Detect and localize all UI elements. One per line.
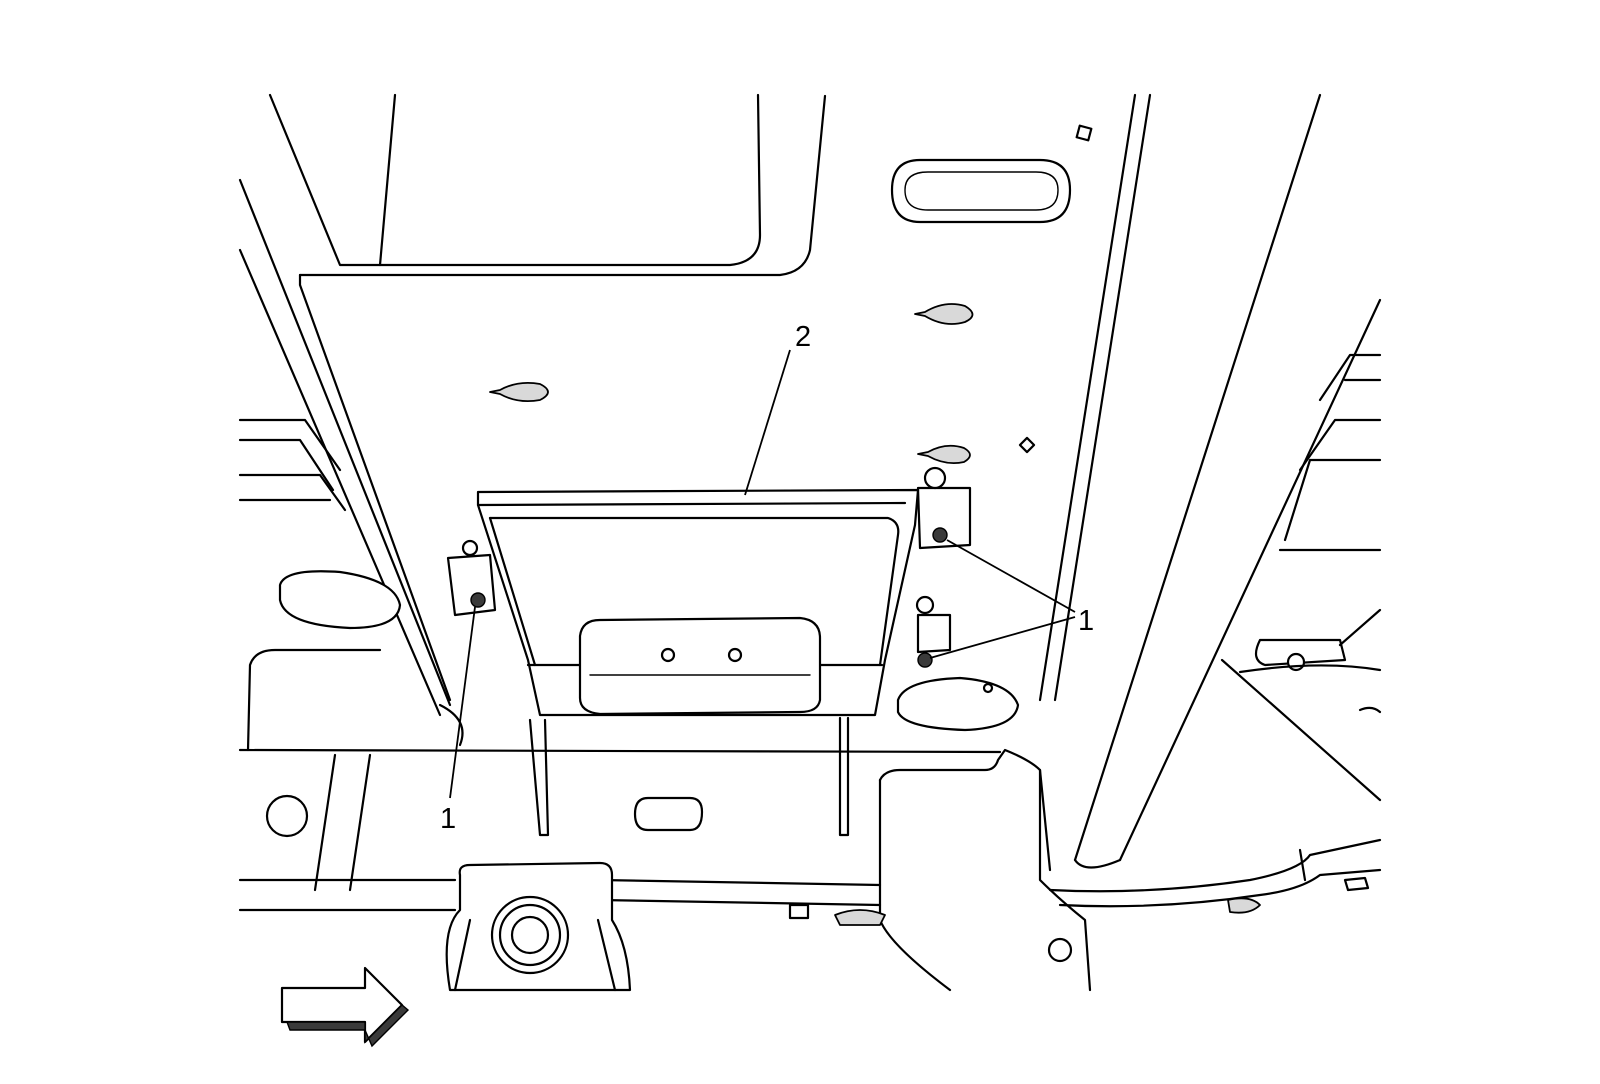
right-rail <box>1073 93 1382 869</box>
fastener-bolt-right-top <box>932 527 948 543</box>
fasteners <box>461 466 948 668</box>
callout-module-label: 2 <box>795 321 811 353</box>
electronic-module <box>446 486 972 837</box>
cross-member <box>238 748 1382 992</box>
fastener-bolt-left <box>470 592 486 608</box>
mounting-tab-right-bottom <box>916 613 952 654</box>
round-plug <box>896 676 1020 732</box>
callout-fastener-left-label: 1 <box>440 803 456 835</box>
forward-arrow-icon <box>280 966 410 1048</box>
floor-panel <box>268 93 1152 702</box>
mounting-tab-left <box>446 553 497 617</box>
leader-fastener-right-bottom <box>929 616 1076 659</box>
leader-module <box>744 349 791 496</box>
leader-fastener-right-top <box>946 539 1076 613</box>
callout-fasteners-right-label: 1 <box>1078 605 1094 637</box>
leader-fastener-left <box>449 606 476 799</box>
connector <box>578 616 822 716</box>
lower-bracket <box>445 861 632 992</box>
mounting-tab-right-top <box>916 486 972 550</box>
left-rail <box>238 178 464 752</box>
callout-leaders <box>449 349 1076 799</box>
fastener-bolt-right-bottom <box>917 652 933 668</box>
